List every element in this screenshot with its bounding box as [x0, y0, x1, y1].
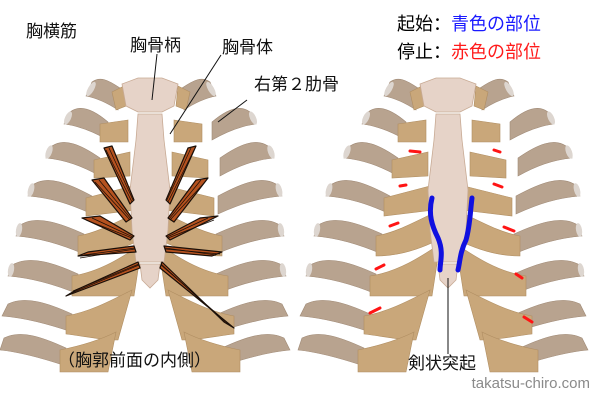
muscle-title: 胸横筋 — [26, 22, 77, 42]
caption-label: （胸郭前面の内側） — [58, 351, 211, 371]
leader-lines — [151, 53, 248, 135]
origin-marking — [427, 195, 475, 273]
legend-insertion: 停止：赤色の部位 — [397, 44, 541, 62]
sternum-body-label: 胸骨体 — [222, 38, 273, 58]
watermark: takatsu-chiro.com — [471, 375, 590, 392]
legend-origin-label: 起始： — [397, 14, 451, 35]
right-thorax — [297, 77, 589, 373]
legend-insertion-value: 赤色の部位 — [451, 42, 541, 63]
insertion-marking — [368, 148, 534, 324]
legend-origin-value: 青色の部位 — [451, 14, 541, 35]
manubrium-label: 胸骨柄 — [130, 36, 181, 56]
left-thorax — [0, 53, 291, 373]
legend-insertion-label: 停止： — [397, 42, 451, 63]
xiphoid-label: 剣状突起 — [408, 354, 476, 374]
legend-origin: 起始：青色の部位 — [397, 16, 541, 34]
right-second-rib-label: 右第２肋骨 — [254, 75, 339, 95]
